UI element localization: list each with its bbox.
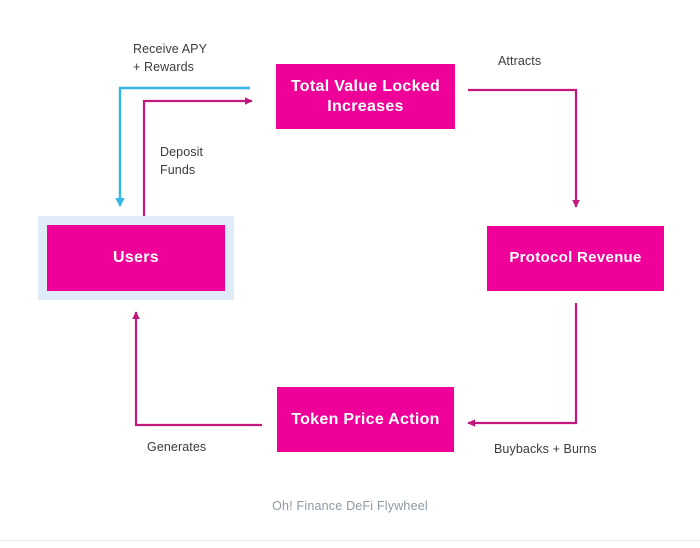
edge-attracts [468,88,580,208]
diagram-caption: Oh! Finance DeFi Flywheel [272,499,428,513]
node-protocol-revenue[interactable]: Protocol Revenue [487,226,664,291]
edge-buybacks-burns [467,303,578,427]
edge-receive-apy [115,86,250,207]
edge-label-receive-apy: Receive APY + Rewards [133,42,208,75]
bottom-divider [0,540,700,541]
edge-label-attracts: Attracts [498,54,542,68]
node-token-price-action[interactable]: Token Price Action [277,387,454,452]
node-users[interactable]: Users [47,225,225,291]
node-total-value-locked[interactable]: Total Value Locked Increases [276,64,455,129]
edge-label-generates: Generates [147,440,207,454]
edge-label-buybacks-burns: Buybacks + Burns [494,442,597,456]
edge-deposit-funds [142,97,253,216]
edge-label-deposit-funds: Deposit Funds [160,145,204,178]
node-users-container[interactable]: Users [38,216,234,300]
edge-generates [132,311,262,427]
